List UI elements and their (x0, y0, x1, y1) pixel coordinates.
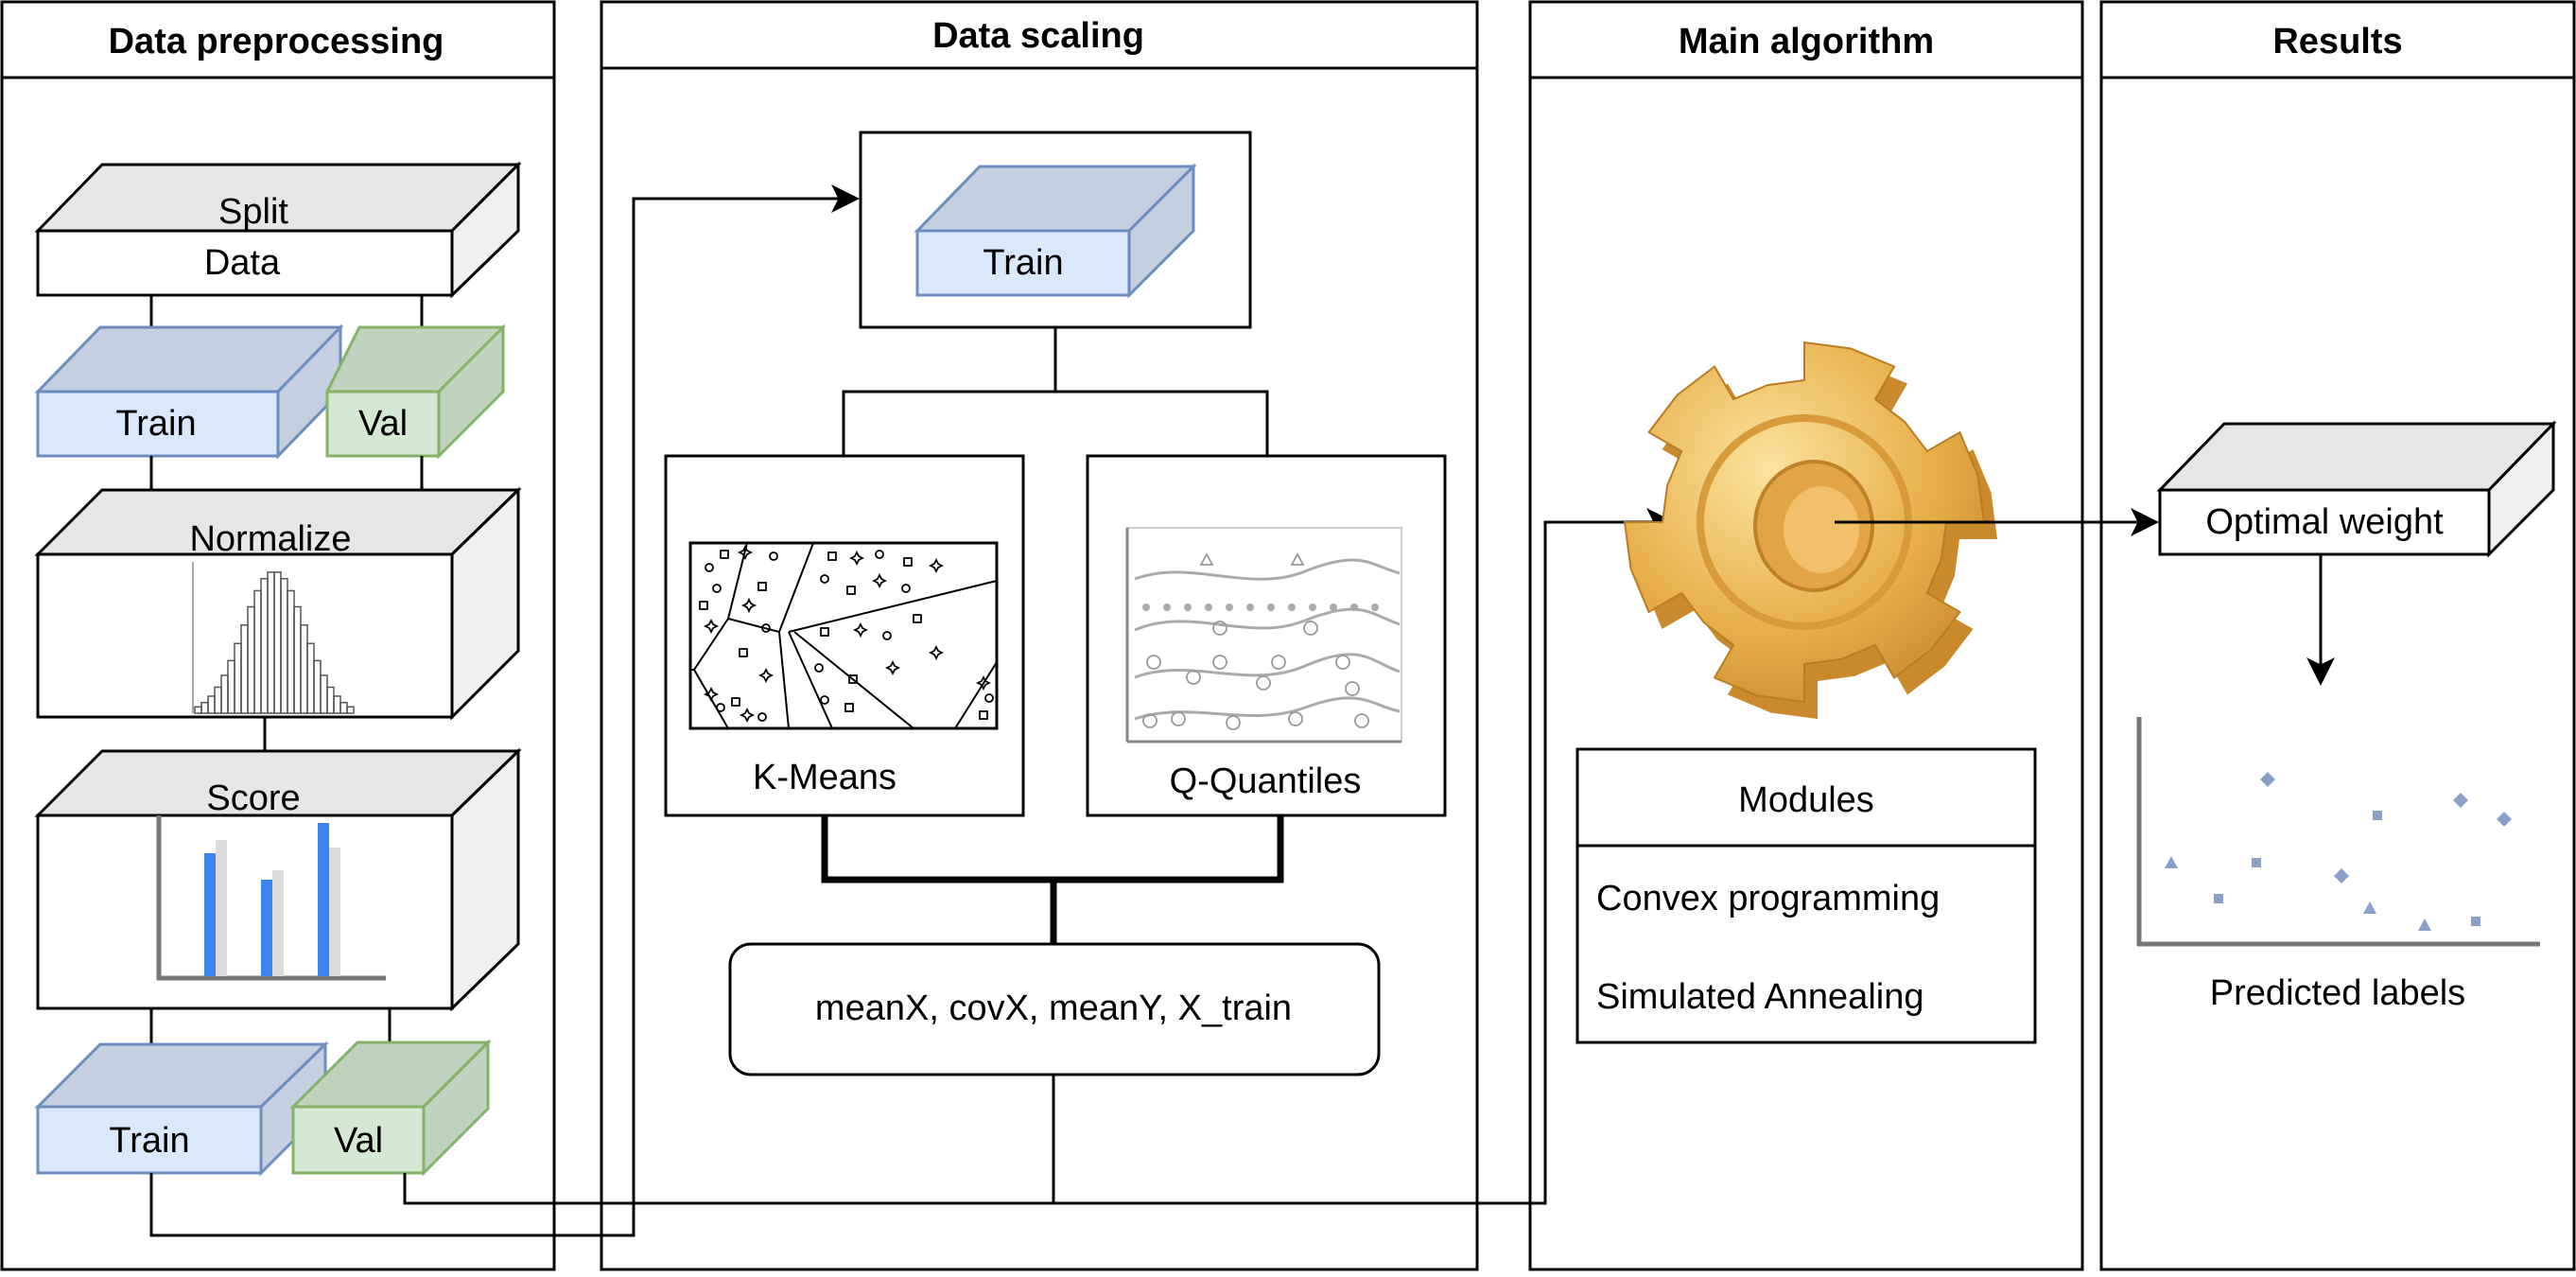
val-label-1: Val (358, 404, 408, 444)
train-block-2: Train (34, 1041, 329, 1177)
panel-preprocessing: Data preprocessing (0, 0, 556, 1271)
quantiles-label: Q-Quantiles (1170, 761, 1362, 801)
score-box: Score (34, 747, 522, 1012)
gear-icon (1623, 341, 1997, 719)
panel-title-scaling: Data scaling (932, 16, 1144, 56)
split-label: Split (218, 192, 288, 232)
train-label-1: Train (115, 404, 196, 444)
train-label-2: Train (109, 1121, 189, 1161)
panel-results: Results (2099, 0, 2576, 1271)
val-block-1: Val (324, 324, 506, 460)
modules-header: Modules (1738, 780, 1874, 820)
normalize-label: Normalize (189, 519, 351, 559)
predicted-labels-label: Predicted labels (2210, 973, 2465, 1013)
scatter-plot-icon (2136, 717, 2540, 947)
panel-scaling: Data scaling (600, 0, 1479, 1271)
optimal-weight-box: Optimal weight (2156, 420, 2557, 558)
normalize-box: Normalize (34, 486, 522, 721)
val-label-2: Val (334, 1121, 383, 1161)
optimal-weight-label: Optimal weight (2205, 502, 2444, 542)
val-to-algorithm-connector (403, 508, 1675, 1205)
train-block-1: Train (34, 324, 344, 460)
panel-title-preprocessing: Data preprocessing (109, 22, 444, 61)
params-box: meanX, covX, meanY, X_train (728, 942, 1381, 1076)
split-data-box: Split Data (34, 161, 522, 299)
params-label: meanX, covX, meanY, X_train (815, 988, 1292, 1028)
panel-title-results: Results (2272, 22, 2402, 61)
module-convex-programming: Convex programming (1596, 879, 1940, 918)
scaling-train-label: Train (983, 243, 1063, 283)
modules-box: Modules Convex programming Simulated Ann… (1575, 747, 2037, 1044)
quantiles-box: Q-Quantiles (1086, 454, 1447, 817)
voronoi-clusters-icon (688, 541, 999, 730)
val-block-2: Val (289, 1039, 492, 1177)
panel-algorithm: Main algorithm (1528, 0, 2084, 1271)
kmeans-label: K-Means (753, 758, 896, 797)
panel-title-algorithm: Main algorithm (1679, 22, 1934, 61)
bar-chart-icon (156, 815, 386, 981)
score-label: Score (206, 778, 300, 818)
data-label: Data (204, 243, 281, 283)
train-to-scaling-connector (149, 184, 860, 1237)
scaling-train-container: Train (859, 131, 1252, 329)
module-simulated-annealing: Simulated Annealing (1596, 977, 1923, 1017)
histogram-icon (192, 562, 355, 714)
quantile-bands-icon (1125, 527, 1402, 743)
kmeans-box: K-Means (664, 454, 1025, 817)
